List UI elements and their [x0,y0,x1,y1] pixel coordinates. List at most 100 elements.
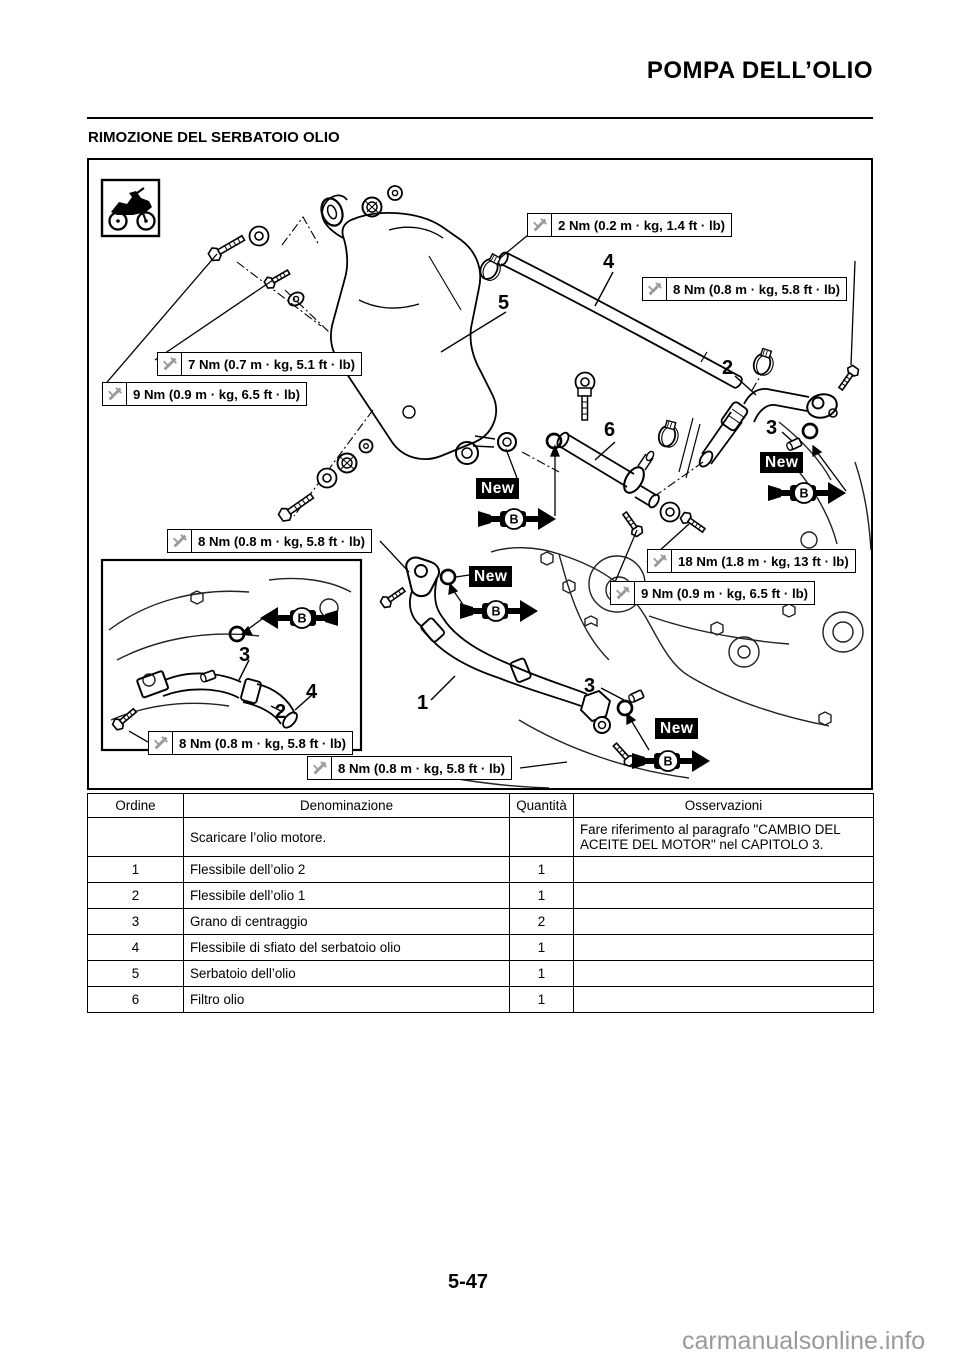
tank-mount-screw-icon [262,266,293,291]
col-header-denominazione: Denominazione [183,793,510,818]
drain-plug-group-art [275,438,374,525]
grease-applicator-icon: B [478,506,556,532]
cell-osservazioni [573,986,874,1013]
washer-icon [248,225,270,247]
torque-wrench-icon [158,353,182,375]
tank-cap-fittings-art [361,185,403,218]
torque-label: 9 Nm (0.9 m · kg, 6.5 ft · lb) [610,581,816,605]
table-header-row: Ordine Denominazione Quantità Osservazio… [87,793,874,818]
grease-applicator-icon: B [768,480,846,506]
grease-type-label: B [799,487,808,501]
hose-clamp-icon [655,418,683,450]
torque-value: 8 Nm (0.8 m · kg, 5.8 ft · lb) [673,281,841,297]
cell-osservazioni: Fare riferimento al paragrafo "CAMBIO DE… [573,817,874,857]
callout-leaders [238,271,793,713]
part-callout-6: 6 [604,419,616,441]
part-callout-4: 4 [603,251,615,273]
cell-denominazione: Serbatoio dell’olio [183,960,510,987]
torque-label: 8 Nm (0.8 m · kg, 5.8 ft · lb) [307,756,513,780]
cell-quantita [509,817,574,857]
grease-type-label: B [509,513,518,527]
torque-wrench-icon [611,582,635,604]
grease-applicator-icon: B [460,598,538,624]
cell-osservazioni [573,934,874,961]
cell-quantita: 1 [509,986,574,1013]
torque-value: 8 Nm (0.8 m · kg, 5.8 ft · lb) [338,760,506,776]
o-ring-icon [439,568,457,586]
exploded-diagram-art [100,178,871,788]
cell-ordine: 1 [87,856,184,883]
torque-value: 8 Nm (0.8 m · kg, 5.8 ft · lb) [179,735,347,751]
cell-ordine [87,817,184,857]
o-ring-icon [545,432,563,450]
torque-wrench-icon [308,757,332,779]
torque-label: 8 Nm (0.8 m · kg, 5.8 ft · lb) [148,731,354,755]
cell-quantita: 1 [509,882,574,909]
torque-wrench-icon [648,550,672,572]
torque-value: 9 Nm (0.9 m · kg, 6.5 ft · lb) [641,585,809,601]
part-callout-3-inset: 3 [239,644,251,666]
motorcycle-icon [100,178,161,238]
cell-osservazioni [573,882,874,909]
leader-lines [101,234,856,769]
torque-wrench-icon [643,278,667,300]
grease-applicator-icon: B [260,605,338,631]
torque-label: 9 Nm (0.9 m · kg, 6.5 ft · lb) [102,382,308,406]
cell-denominazione: Grano di centraggio [183,908,510,935]
cell-osservazioni [573,856,874,883]
part-callout-2: 2 [722,357,734,379]
section-title: RIMOZIONE DEL SERBATOIO OLIO [88,129,340,146]
new-part-tag: New [476,478,520,499]
cell-denominazione: Scaricare l’olio motore. [183,817,510,857]
torque-wrench-icon [168,530,192,552]
part-callout-3b: 3 [584,675,596,697]
col-header-quantita: Quantità [509,793,574,818]
cell-denominazione: Flessibile dell’olio 2 [183,856,510,883]
cell-ordine: 2 [87,882,184,909]
tank-bolt-art [574,371,596,421]
new-pointers [240,444,847,751]
washer-icon [287,291,305,307]
cell-quantita: 1 [509,934,574,961]
breather-hose-art [497,251,743,389]
new-part-tag: New [469,566,513,587]
torque-label: 8 Nm (0.8 m · kg, 5.8 ft · lb) [167,529,373,553]
torque-value: 9 Nm (0.9 m · kg, 6.5 ft · lb) [133,386,301,402]
grease-type-label: B [663,755,672,769]
cell-denominazione: Filtro olio [183,986,510,1013]
torque-label: 18 Nm (1.8 m · kg, 13 ft · lb) [647,549,856,573]
dowel-pin-icon [784,436,803,453]
part-callout-3: 3 [766,417,778,439]
cell-quantita: 1 [509,856,574,883]
cell-quantita: 1 [509,960,574,987]
parts-table: Ordine Denominazione Quantità Osservazio… [87,793,874,1013]
cell-ordine: 6 [87,986,184,1013]
hex-bolt-icon [618,509,646,539]
o-ring-icon [616,699,634,717]
torque-value: 2 Nm (0.2 m · kg, 1.4 ft · lb) [558,217,726,233]
torque-label: 7 Nm (0.7 m · kg, 5.1 ft · lb) [157,352,363,376]
cell-ordine: 5 [87,960,184,987]
page-title: POMPA DELL’OLIO [646,57,873,84]
torque-value: 18 Nm (1.8 m · kg, 13 ft · lb) [678,553,849,569]
cell-denominazione: Flessibile di sfiato del serbatoio olio [183,934,510,961]
part-callout-5: 5 [498,292,510,314]
grease-type-label: B [297,612,306,626]
part-callout-1: 1 [417,692,429,714]
torque-wrench-icon [103,383,127,405]
o-ring-icon [801,422,819,440]
part-callout-4-inset: 4 [306,681,318,703]
col-header-ordine: Ordine [87,793,184,818]
torque-value: 8 Nm (0.8 m · kg, 5.8 ft · lb) [198,533,366,549]
col-header-osservazioni: Osservazioni [573,793,874,818]
oil-hose-2-art [405,556,612,734]
torque-label: 8 Nm (0.8 m · kg, 5.8 ft · lb) [642,277,848,301]
oil-hose-1-art [698,388,838,468]
